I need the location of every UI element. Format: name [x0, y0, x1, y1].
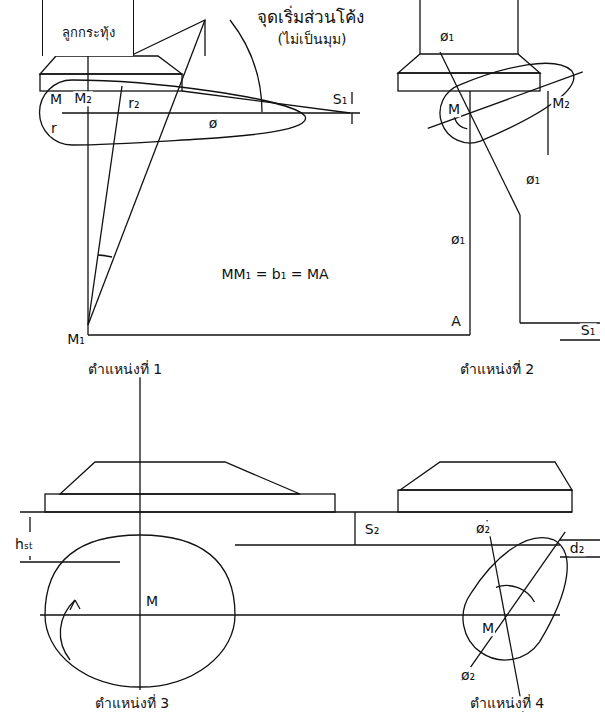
dimension-tick [354, 512, 355, 545]
point-label: M [481, 621, 495, 636]
construction-line [547, 91, 548, 155]
construction-line [440, 52, 520, 215]
dimension-tick [351, 113, 352, 124]
dimension-line [29, 517, 30, 532]
position-caption: ตำแหน่งที่ 1 [87, 362, 163, 377]
follower-stem [517, 0, 518, 54]
construction-line [235, 544, 560, 545]
follower-plate [398, 73, 540, 91]
cam-axis [40, 614, 560, 615]
angle-arc [98, 255, 112, 257]
dimension-label: S₂ [364, 522, 381, 537]
radius-line [88, 20, 205, 325]
dimension-label: d₂ [569, 541, 586, 556]
dimension-label: S₁ [580, 323, 597, 338]
dimension-tick [351, 92, 352, 104]
construction-line [182, 91, 350, 113]
angle-label: ø₂ [460, 668, 476, 683]
angle-arc [230, 20, 262, 112]
dimension-label: hₛₜ [14, 537, 34, 552]
point-label: M₁ [66, 332, 86, 347]
construction-line [519, 215, 520, 323]
cam-axis [471, 532, 566, 667]
angle-label: ø [208, 116, 219, 131]
dimension-line [20, 561, 120, 562]
construction-line [487, 520, 523, 712]
radius-line [88, 86, 122, 325]
follower-head [398, 54, 540, 73]
position-caption: ตำแหน่งที่ 3 [94, 696, 170, 711]
follower-head [60, 462, 300, 494]
point-label: A [450, 314, 462, 329]
follower-stem [419, 0, 420, 54]
arrow-head [70, 600, 80, 610]
angle-label: ø₁ [450, 232, 466, 247]
point-label: M₂ [551, 96, 571, 111]
angle-label: ø₁ [439, 29, 455, 44]
point-label: M [49, 92, 63, 107]
equation-label: MM₁ = b₁ = MA [220, 267, 329, 282]
center-line [139, 375, 140, 690]
cam-profile [40, 80, 306, 145]
construction-line [300, 112, 360, 113]
point-label: M₂ [73, 91, 93, 106]
position-caption: ตำแหน่งที่ 2 [459, 362, 535, 377]
follower-head [400, 462, 572, 490]
point-label: M [447, 102, 461, 117]
cam-profile [446, 518, 592, 676]
dimension-line [29, 556, 30, 560]
center-line [469, 91, 470, 335]
follower-head [40, 56, 182, 74]
rotation-arrow [60, 600, 75, 660]
radius-label: r₂ [127, 96, 140, 111]
construction-line [560, 339, 600, 340]
position-caption: ตำแหน่งที่ 4 [469, 696, 545, 711]
diagram-title: จุดเริ่มส่วนโค้ง [257, 8, 364, 27]
follower-box: ลูกกระทุ้ง [42, 0, 134, 56]
radius-label: r [50, 121, 58, 136]
cam-axis [62, 112, 300, 113]
cam-axis [428, 72, 583, 128]
cam-profile [45, 535, 235, 687]
angle-label: ø₂ [475, 521, 491, 536]
follower-plate [40, 74, 182, 91]
base-line [88, 334, 470, 335]
point-label: M [145, 594, 159, 609]
follower-plate [398, 490, 572, 512]
angle-label: ø₁ [525, 172, 541, 187]
dimension-label: S₁ [332, 92, 349, 107]
follower-plate [45, 494, 335, 512]
rotation-arrow [496, 576, 536, 610]
node-text: ลูกกระทุ้ง [43, 26, 133, 40]
subtitle: (ไม่เป็นมุม) [277, 32, 348, 47]
